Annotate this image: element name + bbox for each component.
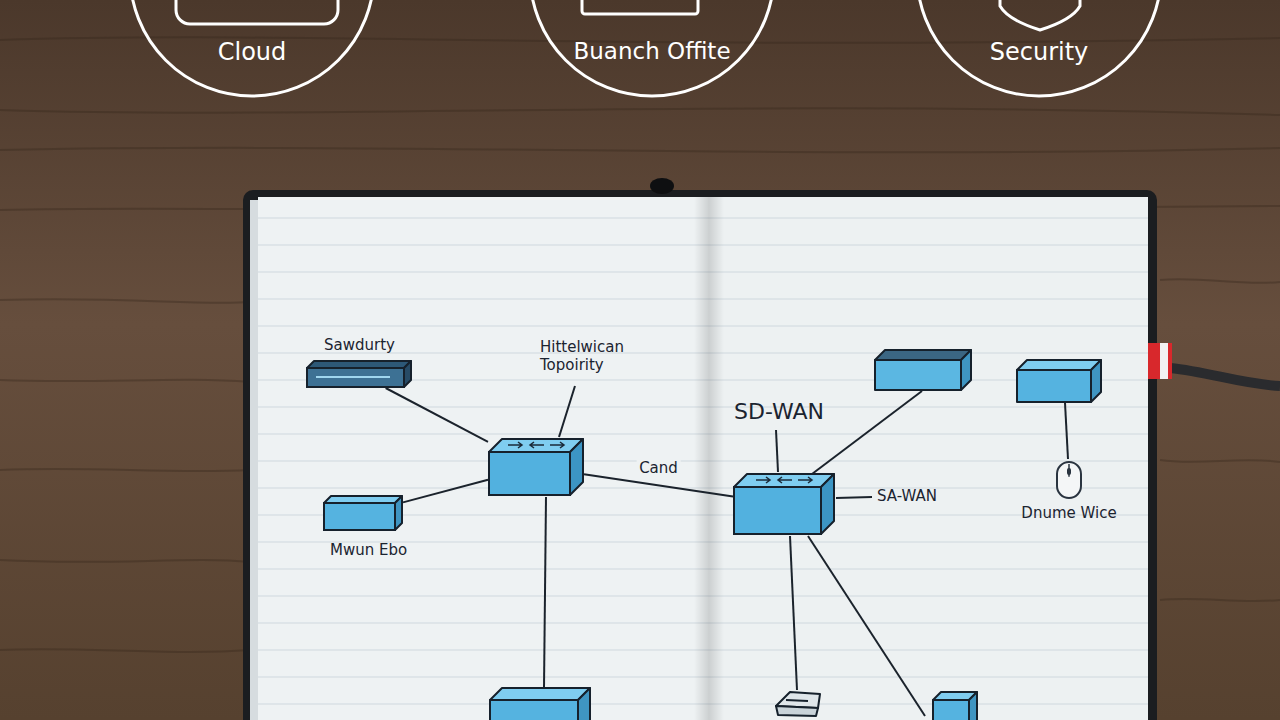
bookmark-band — [1160, 343, 1168, 379]
cloud-icon — [176, 0, 338, 24]
wire — [812, 391, 922, 474]
shield-icon — [1000, 0, 1080, 30]
network-device-outline — [323, 495, 403, 531]
printer-device — [776, 706, 818, 716]
network-wires — [544, 386, 1068, 716]
wire — [1065, 403, 1068, 459]
circle-outline — [917, 0, 1161, 96]
network-switch: Sawdurty — [306, 360, 412, 388]
network-link — [584, 474, 733, 496]
hub-title: SD-WAN — [734, 399, 824, 425]
category-circle: Security — [915, 0, 1163, 98]
circle-shape — [530, 0, 774, 96]
mouse-wheel — [1067, 468, 1071, 475]
pen-clip — [650, 178, 674, 194]
device-label: Mwun Ebo — [330, 541, 407, 559]
device-front — [933, 700, 969, 720]
port-strip — [316, 376, 390, 378]
notebook-spine — [694, 197, 724, 720]
device-top — [324, 496, 402, 503]
device-label: SA-WAN — [877, 487, 937, 505]
circle-title: Security — [990, 38, 1089, 67]
device-front — [734, 487, 821, 534]
link-label: Cand — [636, 459, 681, 477]
network-link — [386, 388, 488, 442]
device-label: Dnume Wice — [1021, 504, 1116, 522]
device-front — [307, 368, 404, 387]
device-side — [1091, 360, 1101, 402]
circle-title: Buanch Offite — [573, 38, 730, 66]
device-front — [489, 452, 570, 495]
device-top — [1017, 360, 1101, 370]
leader-line — [776, 430, 778, 472]
device-side — [961, 350, 971, 390]
leader-line — [559, 386, 575, 437]
ruled-lines — [258, 197, 1148, 720]
hub-arrows — [508, 442, 564, 448]
network-link — [403, 480, 488, 503]
wire — [790, 536, 797, 690]
circle-outline — [530, 0, 774, 96]
end-device: Dnume Wice — [1055, 460, 1083, 500]
network-hub-outline — [488, 438, 584, 496]
mouse-shape — [1057, 462, 1081, 498]
device-front — [490, 700, 578, 720]
wire — [544, 497, 546, 688]
network-switch-outline — [306, 360, 412, 388]
device-top — [307, 361, 411, 368]
category-circle: Cloud — [128, 0, 376, 98]
circle-title: Cloud — [218, 38, 287, 67]
network-devices — [490, 350, 1101, 720]
category-circle: Buanch Offite — [528, 0, 776, 98]
end-device-outline — [1055, 460, 1083, 500]
category-circle-icons — [176, 0, 1080, 30]
device-front — [875, 360, 961, 390]
device-front — [324, 503, 395, 530]
device-front — [1017, 370, 1091, 402]
cable — [1170, 368, 1280, 386]
device-side — [570, 439, 583, 495]
circle-outline — [130, 0, 374, 96]
device-side — [821, 474, 834, 534]
wire — [808, 536, 925, 716]
circle-shape — [130, 0, 374, 96]
device-top — [490, 688, 590, 700]
box-shape — [324, 496, 402, 530]
hub-shape — [734, 474, 834, 534]
network-device: Mwun Ebo — [323, 495, 403, 531]
network-hub-outline — [733, 473, 835, 535]
device-side — [404, 361, 411, 387]
notebook-cover — [243, 190, 1157, 720]
leader-line — [836, 497, 872, 498]
hub-shape — [489, 439, 583, 495]
device-top — [875, 350, 971, 360]
network-hub: SD-WANSA-WAN — [733, 473, 835, 535]
device-side — [578, 688, 590, 720]
printer-slot — [786, 700, 808, 701]
switch-shape — [307, 361, 411, 387]
device-label: Sawdurty — [324, 336, 395, 354]
circle-shape — [917, 0, 1161, 96]
network-hub: Hittelwican Topoirity — [488, 438, 584, 496]
device-side — [969, 692, 977, 720]
hub-arrows — [756, 477, 812, 483]
device-label: Hittelwican Topoirity — [540, 338, 658, 374]
mouse-body — [1057, 462, 1081, 498]
bookmark-tab — [1148, 343, 1172, 379]
device-side — [395, 496, 402, 530]
device-top — [489, 439, 583, 452]
office-icon — [582, 0, 698, 14]
device-top — [734, 474, 834, 487]
